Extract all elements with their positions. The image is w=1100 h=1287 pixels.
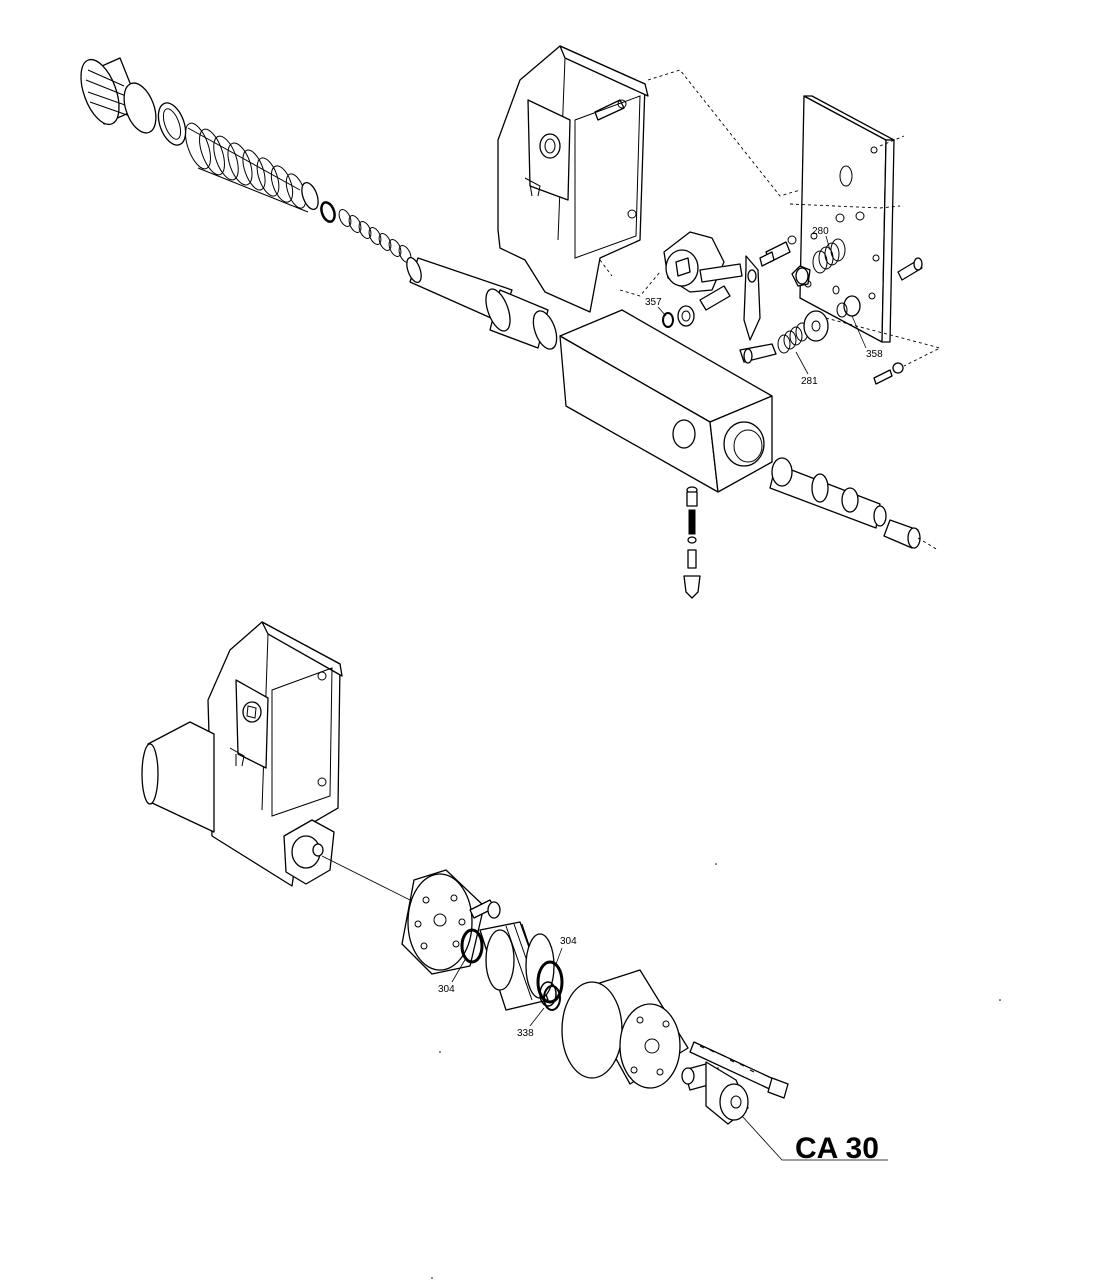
label-281: 281 — [801, 376, 818, 387]
label-304-right: 304 — [560, 936, 577, 947]
end-cap — [561, 969, 689, 1089]
assembly-line-lower — [321, 855, 411, 901]
main-spring — [185, 122, 319, 213]
grease-fitting-stack — [683, 486, 701, 599]
label-338: 338 — [517, 1028, 534, 1039]
part-labels: 280 281 357 358 304 304 338 — [438, 226, 883, 1039]
label-357: 357 — [645, 297, 662, 308]
plunger-shaft — [406, 256, 558, 350]
o-ring-304-left — [460, 928, 484, 964]
plate-screws — [873, 257, 923, 385]
housing-lower — [141, 621, 343, 887]
spring-280 — [812, 238, 846, 274]
label-358: 358 — [866, 349, 883, 360]
threaded-coupling — [80, 57, 187, 146]
snap-ring-338 — [539, 981, 561, 1011]
model-designation: CA 30 — [795, 1132, 879, 1165]
scan-specks — [431, 863, 1001, 1279]
long-bolt — [689, 1041, 789, 1099]
cover-plate — [791, 95, 895, 343]
spring-281-assembly — [777, 310, 829, 354]
flange-disc — [401, 869, 501, 975]
label-304-left: 304 — [438, 984, 455, 995]
o-ring-304-right — [536, 960, 564, 1004]
o-ring-small — [320, 201, 336, 223]
small-fittings — [662, 235, 797, 364]
hose-fitting — [681, 1061, 749, 1125]
piston-rod — [769, 457, 921, 549]
main-block — [559, 309, 773, 493]
small-spring — [338, 209, 412, 263]
label-280: 280 — [812, 226, 829, 237]
assembly-lines-upper — [599, 69, 942, 551]
selector-cam — [663, 231, 743, 293]
housing-upper — [497, 45, 649, 313]
model-leader-line — [741, 1115, 888, 1161]
